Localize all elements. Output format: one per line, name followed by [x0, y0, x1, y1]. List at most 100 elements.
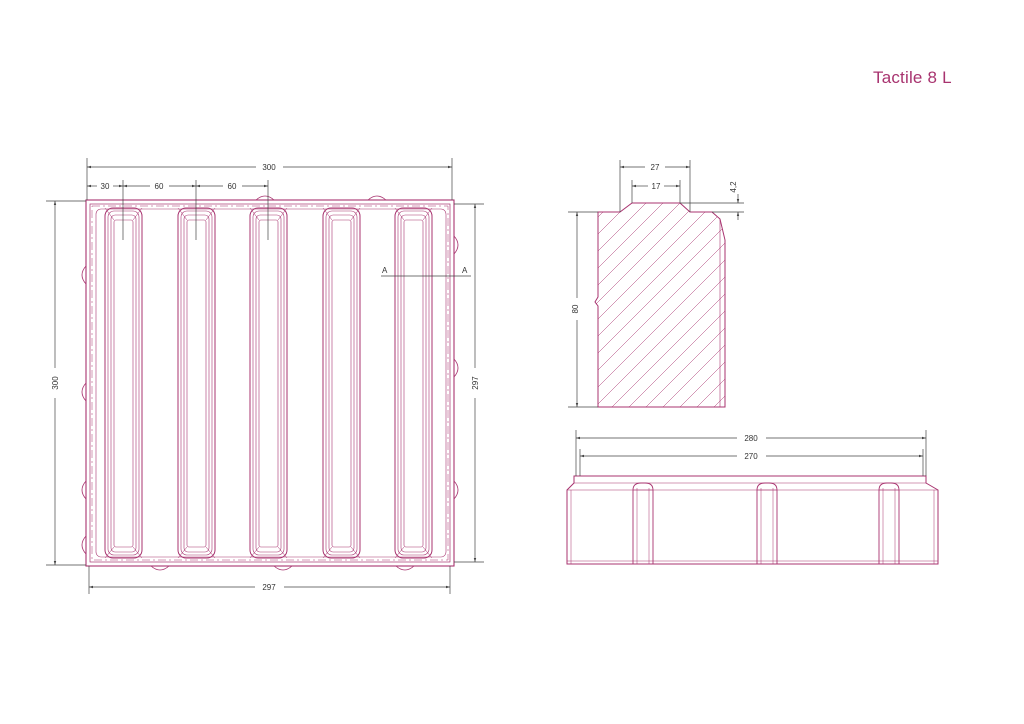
bump-left [81, 535, 87, 555]
section-view: 27 17 4,2 80 [568, 160, 1024, 420]
bar-outer [249, 207, 288, 559]
hatch-line [837, 190, 1024, 420]
hatch-line [595, 203, 725, 407]
bar-bevel [132, 207, 143, 221]
hatch-line [595, 203, 660, 407]
bar-bevel [104, 207, 115, 221]
dim-text-60-b: 60 [228, 182, 237, 191]
dim-text-280: 280 [744, 434, 758, 443]
bar-bevel [322, 207, 333, 221]
side-view: 280 270 [566, 430, 939, 565]
dim-text-27: 27 [651, 163, 660, 172]
bar-bevel [177, 546, 188, 559]
bar-bevel [350, 207, 361, 221]
bar-outer [104, 207, 143, 559]
tactile-bar [177, 207, 216, 559]
hatch-line [752, 190, 982, 420]
section-mark: A A [381, 266, 471, 277]
bar-mid [397, 210, 430, 556]
bar-mid [252, 210, 285, 556]
section-mark-right: A [462, 266, 468, 275]
bar-inner [400, 214, 427, 553]
bar-inner [255, 214, 282, 553]
hatch-line [871, 190, 1024, 420]
bump-top [255, 195, 275, 201]
bump-left [81, 382, 87, 402]
side-bar-outline [878, 482, 900, 564]
section-mark-left: A [382, 266, 388, 275]
bar-top [258, 219, 279, 548]
bar-top [403, 219, 424, 548]
hatch-line [717, 203, 725, 407]
edge-bumps [81, 195, 459, 571]
hatch-line [595, 203, 711, 407]
bar-top [186, 219, 207, 548]
bump-left [81, 480, 87, 500]
bar-bevel [394, 207, 405, 221]
tactile-bars [104, 207, 433, 559]
side-bar [878, 482, 900, 564]
hatch-line [666, 203, 725, 407]
hatch-line [786, 190, 1016, 420]
tactile-bar [249, 207, 288, 559]
dimension-side-inner: 270 [579, 449, 924, 476]
hatch-line [595, 203, 725, 407]
bar-outer [177, 207, 216, 559]
bump-bottom [395, 565, 415, 571]
section-hatching [595, 190, 1024, 420]
plan-view: 300 30 60 60 300 [46, 158, 484, 594]
dimension-inner-height: 297 [454, 203, 484, 563]
hatch-line [649, 203, 725, 407]
dim-text-4-2: 4,2 [729, 181, 738, 193]
hatch-line [905, 190, 1024, 420]
dim-text-17: 17 [652, 182, 661, 191]
hatch-line [595, 203, 626, 407]
dim-text-270: 270 [744, 452, 758, 461]
hatch-line [595, 203, 694, 407]
dim-text-60-a: 60 [155, 182, 164, 191]
hatch-line [595, 203, 725, 407]
hatch-line [888, 190, 1024, 420]
section-outline [594, 202, 726, 408]
dimension-bevel-depth: 4,2 [680, 181, 744, 220]
bump-bottom [150, 565, 170, 571]
hatch-line [595, 203, 725, 407]
bar-bevel [177, 207, 188, 221]
side-bar [632, 482, 654, 564]
hatch-line [595, 203, 677, 407]
bar-outer [322, 207, 361, 559]
tactile-bar [322, 207, 361, 559]
hatch-line [598, 203, 725, 407]
bar-bevel [205, 207, 216, 221]
hatch-line [632, 203, 725, 407]
dimension-section-height: 80 [568, 211, 598, 408]
dimension-bar-spacing: 30 60 60 [87, 180, 269, 240]
dimension-top-flat: 17 [631, 180, 681, 203]
bar-bevel [422, 546, 433, 559]
tile-outline [85, 199, 455, 567]
bar-inner [328, 214, 355, 553]
hatch-line [595, 203, 725, 407]
tactile-bar [104, 207, 143, 559]
drawing-title: Tactile 8 L [873, 68, 952, 87]
bar-mid [180, 210, 213, 556]
hatch-line [735, 190, 965, 420]
hatch-line [820, 190, 1024, 420]
bar-bevel [322, 546, 333, 559]
bar-top [331, 219, 352, 548]
hatch-line [700, 203, 725, 407]
bar-bevel [104, 546, 115, 559]
bar-bevel [205, 546, 216, 559]
side-bar-outline [632, 482, 654, 564]
bump-right [453, 235, 459, 255]
tactile-bar [394, 207, 433, 559]
bar-bevel [249, 546, 260, 559]
dim-text-297-right: 297 [471, 376, 480, 390]
hatch-line [854, 190, 1024, 420]
bump-left [81, 265, 87, 285]
hatch-line [769, 190, 999, 420]
side-bar-outline [756, 482, 778, 564]
dimension-side-overall: 280 [575, 430, 927, 476]
bar-bevel [422, 207, 433, 221]
hatch-line [595, 203, 643, 407]
